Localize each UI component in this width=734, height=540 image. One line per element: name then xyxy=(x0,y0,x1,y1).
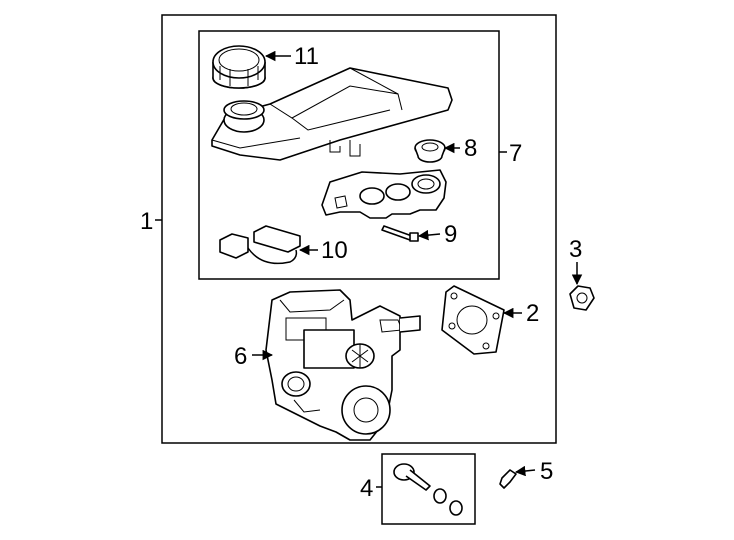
leader-9 xyxy=(417,229,441,241)
callout-4: 4 xyxy=(360,475,373,502)
callout-2: 2 xyxy=(526,300,539,327)
callout-9: 9 xyxy=(444,221,457,248)
callout-11: 11 xyxy=(294,43,319,70)
callout-6: 6 xyxy=(234,343,247,370)
bolt-kit-frame xyxy=(381,453,476,525)
reservoir-mount[interactable] xyxy=(321,169,447,219)
reservoir-subframe xyxy=(198,30,500,280)
nut[interactable] xyxy=(569,285,595,311)
callout-7: 7 xyxy=(509,140,522,167)
fluid-reservoir[interactable] xyxy=(211,67,453,161)
bolt[interactable] xyxy=(381,225,419,242)
hydraulic-unit[interactable] xyxy=(265,289,421,441)
callout-3: 3 xyxy=(569,236,582,263)
leader-5 xyxy=(514,465,536,477)
callout-8: 8 xyxy=(464,135,477,162)
callout-10: 10 xyxy=(321,237,348,264)
assembly-frame xyxy=(161,14,557,444)
gasket[interactable] xyxy=(441,285,505,355)
clip[interactable] xyxy=(499,469,517,489)
level-sensor[interactable] xyxy=(219,225,301,265)
reservoir-cap[interactable] xyxy=(212,45,266,89)
bolt-kit[interactable] xyxy=(393,463,463,516)
callout-5: 5 xyxy=(540,458,553,485)
callout-1: 1 xyxy=(140,208,153,235)
grommet[interactable] xyxy=(414,139,446,163)
